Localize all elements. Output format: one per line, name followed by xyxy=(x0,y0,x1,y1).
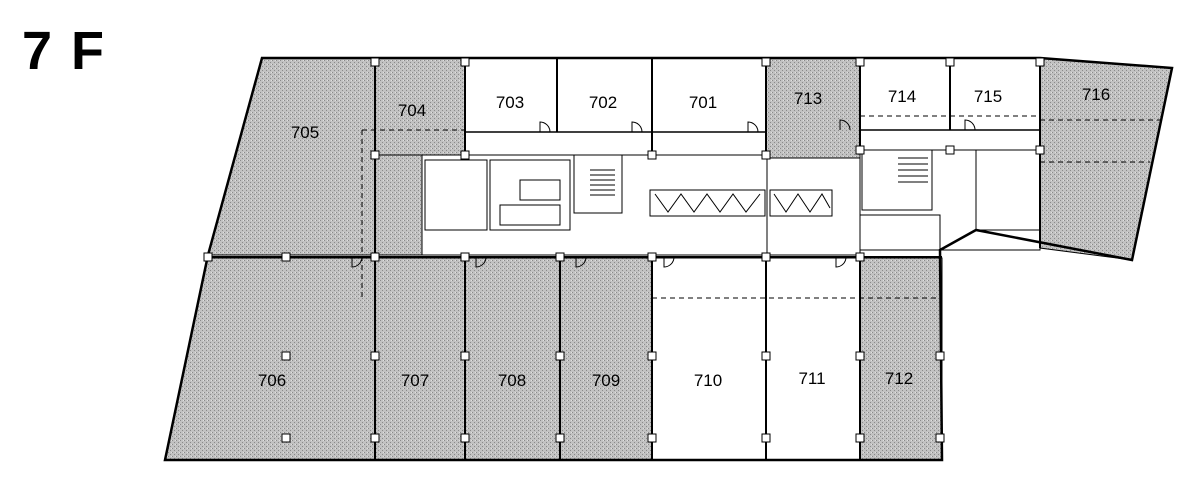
floor-title: 7 F xyxy=(22,21,107,81)
room-label-709: 709 xyxy=(592,371,620,390)
core-area xyxy=(421,149,1041,256)
room-label-714: 714 xyxy=(888,87,916,106)
room-710[interactable] xyxy=(651,257,767,461)
room-label-715: 715 xyxy=(974,87,1002,106)
room-label-706: 706 xyxy=(258,371,286,390)
room-713[interactable] xyxy=(765,57,861,159)
column-markers xyxy=(203,57,1045,443)
room-label-708: 708 xyxy=(498,371,526,390)
room-label-704: 704 xyxy=(398,101,426,120)
room-label-701: 701 xyxy=(689,93,717,112)
room-label-713: 713 xyxy=(794,89,822,108)
room-704[interactable] xyxy=(374,57,466,156)
room-labels: 705 704 703 702 701 713 714 715 716 706 … xyxy=(258,85,1110,390)
room-label-712: 712 xyxy=(885,369,913,388)
room-709[interactable] xyxy=(559,257,653,461)
room-706[interactable] xyxy=(164,257,376,461)
room-711[interactable] xyxy=(765,257,861,461)
core-details xyxy=(424,149,941,251)
room-712[interactable] xyxy=(859,257,943,461)
room-label-703: 703 xyxy=(496,93,524,112)
room-label-702: 702 xyxy=(589,93,617,112)
room-label-705: 705 xyxy=(291,123,319,142)
room-label-707: 707 xyxy=(401,371,429,390)
room-label-711: 711 xyxy=(798,369,825,388)
door-swings xyxy=(351,119,976,268)
room-label-710: 710 xyxy=(694,371,722,390)
room-708[interactable] xyxy=(464,257,561,461)
walls xyxy=(163,56,1174,462)
room-label-716: 716 xyxy=(1082,85,1110,104)
room-707[interactable] xyxy=(374,257,466,461)
